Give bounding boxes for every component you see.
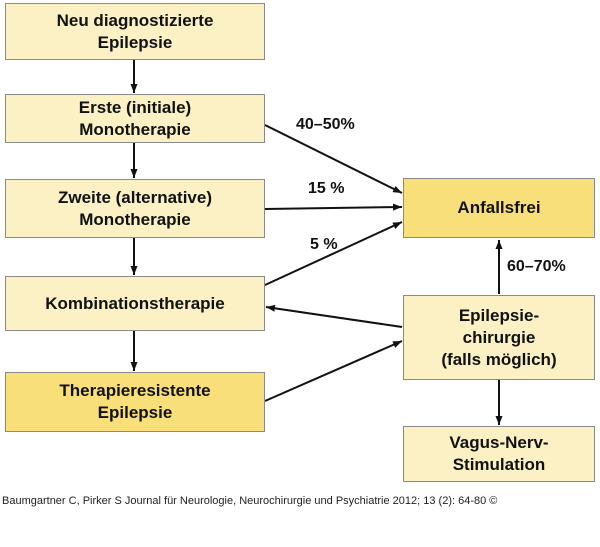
label-second-to-free: 15 % xyxy=(308,180,345,197)
node-vns: Vagus-Nerv- Stimulation xyxy=(403,426,595,482)
node-resistant-epilepsy: Therapieresistente Epilepsie xyxy=(5,372,265,432)
citation-text: Baumgartner C, Pirker S Journal für Neur… xyxy=(2,495,498,507)
node-second-monotherapy: Zweite (alternative) Monotherapie xyxy=(5,179,265,238)
label-first-to-free: 40–50% xyxy=(296,116,355,133)
node-combination-therapy: Kombinationstherapie xyxy=(5,276,265,331)
node-seizure-free: Anfallsfrei xyxy=(403,178,595,238)
arrow-surgery-to-combo xyxy=(265,304,403,328)
label-combo-to-free: 5 % xyxy=(310,236,338,253)
arrow-combo-to-free xyxy=(264,221,403,286)
node-new-epilepsy: Neu diagnostizierte Epilepsie xyxy=(5,3,265,60)
node-epilepsy-surgery: Epilepsie- chirurgie (falls möglich) xyxy=(403,295,595,380)
node-first-monotherapy: Erste (initiale) Monotherapie xyxy=(5,94,265,143)
label-surgery-to-free: 60–70% xyxy=(507,258,566,275)
arrow-first-to-free xyxy=(264,124,403,194)
arrow-second-to-free xyxy=(264,203,403,211)
arrow-resistant-to-surgery xyxy=(264,340,403,402)
